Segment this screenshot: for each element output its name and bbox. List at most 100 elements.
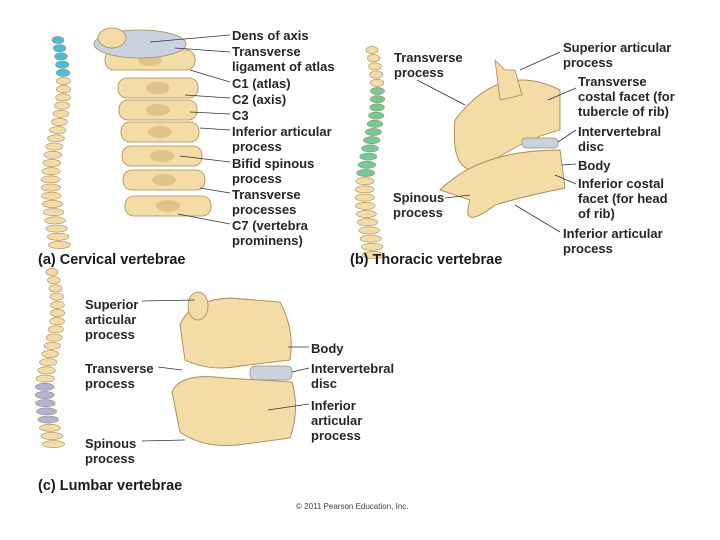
leader-line xyxy=(291,367,310,373)
spine-segment xyxy=(49,292,64,301)
spine-segment xyxy=(34,391,55,399)
spine-segment xyxy=(359,152,378,161)
leader-line xyxy=(189,69,231,83)
spine-segment xyxy=(368,62,382,71)
spine-segment xyxy=(51,36,65,44)
label-intervertebral-disc-thoracic: Intervertebral disc xyxy=(578,124,662,154)
spine-segment xyxy=(365,46,379,54)
spine-segment xyxy=(36,407,57,416)
cervical-vertebra-shadow xyxy=(146,104,170,116)
spine-segment xyxy=(354,185,375,194)
label-superior-articular-process-lumbar: Superior articular process xyxy=(85,297,139,342)
cervical-vertebra-shadow xyxy=(146,82,170,94)
spine-segment xyxy=(49,317,65,326)
spine-segment xyxy=(368,111,385,120)
label-transverse-process-thoracic: Transverse process xyxy=(394,50,463,80)
leader-line xyxy=(557,129,577,143)
label-spinous-process-thoracic: Spinous process xyxy=(393,190,445,220)
spine-segment xyxy=(51,118,68,126)
leader-line xyxy=(561,163,577,166)
spine-segment xyxy=(361,242,384,251)
label-body-thoracic: Body xyxy=(578,158,611,173)
label-transverse-ligament-of-atlas: Transverse ligament of atlas xyxy=(232,44,335,74)
cervical-vertebra-shadow xyxy=(152,174,176,186)
lumbar-superior-process xyxy=(187,291,209,321)
leader-line xyxy=(174,47,231,53)
spine-segment xyxy=(45,224,68,233)
spine-segment xyxy=(37,415,59,424)
label-c3: C3 xyxy=(232,108,249,123)
lumbar-vertebrae xyxy=(171,291,296,446)
spine-segment xyxy=(41,350,59,358)
label-inferior-articular-process-thoracic: Inferior articular process xyxy=(563,226,663,256)
leader-line xyxy=(514,204,561,233)
leader-line xyxy=(184,94,231,99)
leader-line xyxy=(157,366,183,371)
caption-cervical-vertebrae: (a) Cervical vertebrae xyxy=(38,252,186,268)
leader-line xyxy=(267,403,310,411)
label-c7-vertebra-prominens: C7 (vertebra prominens) xyxy=(232,218,308,248)
spine-segment xyxy=(354,193,375,202)
leader-line xyxy=(519,51,561,71)
label-spinous-process-lumbar: Spinous process xyxy=(85,436,137,466)
spine-segment xyxy=(45,333,63,342)
spine-segment xyxy=(355,177,375,186)
spine-segment xyxy=(42,440,65,449)
spine-segment xyxy=(55,93,71,102)
spine-segment xyxy=(357,160,376,169)
spine-segment xyxy=(367,54,381,63)
thoracic-superior-process xyxy=(494,58,523,101)
label-transverse-process-lumbar: Transverse process xyxy=(85,361,154,391)
leader-line xyxy=(444,194,471,199)
spine-segment xyxy=(55,60,70,69)
spine-segment xyxy=(48,284,63,293)
spine-segment xyxy=(356,169,376,177)
label-c1-atlas: C1 (atlas) xyxy=(232,76,291,91)
leader-line xyxy=(179,155,231,163)
leader-line xyxy=(177,213,231,225)
spine-segment xyxy=(39,358,58,367)
spine-segment xyxy=(53,44,67,53)
lumbar-lower-vertebra xyxy=(171,376,296,446)
caption-lumbar-vertebrae: (c) Lumbar vertebrae xyxy=(38,478,183,494)
spine-segment xyxy=(355,210,377,218)
spine-segment xyxy=(43,341,61,350)
spine-segment xyxy=(35,382,55,391)
spine-segment xyxy=(369,103,385,112)
spine-segment xyxy=(369,78,385,87)
spine-segment xyxy=(359,234,382,243)
leader-line xyxy=(199,127,231,131)
spine-segment xyxy=(45,142,64,151)
spine-segment xyxy=(369,95,385,104)
leader-lines xyxy=(141,34,577,442)
leader-line xyxy=(547,87,577,101)
spine-segment xyxy=(54,101,71,110)
label-transverse-costal-facet: Transverse costal facet (for tubercle of… xyxy=(578,74,675,119)
label-bifid-spinous-process: Bifid spinous process xyxy=(232,156,315,186)
spine-segment xyxy=(41,191,62,200)
spine-segment xyxy=(363,136,381,145)
spine-segment xyxy=(54,52,68,61)
spine-segment xyxy=(370,87,385,95)
cervical-vertebra-shadow xyxy=(150,150,174,162)
leader-line xyxy=(416,79,466,106)
spine-segment xyxy=(42,159,62,167)
vertebra-illustrations xyxy=(93,27,566,446)
label-body-lumbar: Body xyxy=(311,341,344,356)
spine-segment xyxy=(50,309,65,317)
thoracic-vertebrae xyxy=(439,58,566,218)
spine-segment xyxy=(40,183,61,192)
spine-segment xyxy=(47,325,64,334)
label-transverse-processes: Transverse processes xyxy=(232,187,301,217)
label-intervertebral-disc-lumbar: Intervertebral disc xyxy=(311,361,395,391)
spine-segment xyxy=(361,144,379,153)
spine-segment xyxy=(41,167,61,176)
cervical-vertebra-shadow xyxy=(148,126,172,138)
spine-segment xyxy=(357,218,379,227)
spine-segment xyxy=(366,119,384,128)
leader-line xyxy=(141,299,196,302)
copyright-notice: © 2011 Pearson Education, Inc. xyxy=(296,502,409,511)
label-dens-of-axis: Dens of axis xyxy=(232,28,309,43)
spine-segment xyxy=(365,128,382,136)
